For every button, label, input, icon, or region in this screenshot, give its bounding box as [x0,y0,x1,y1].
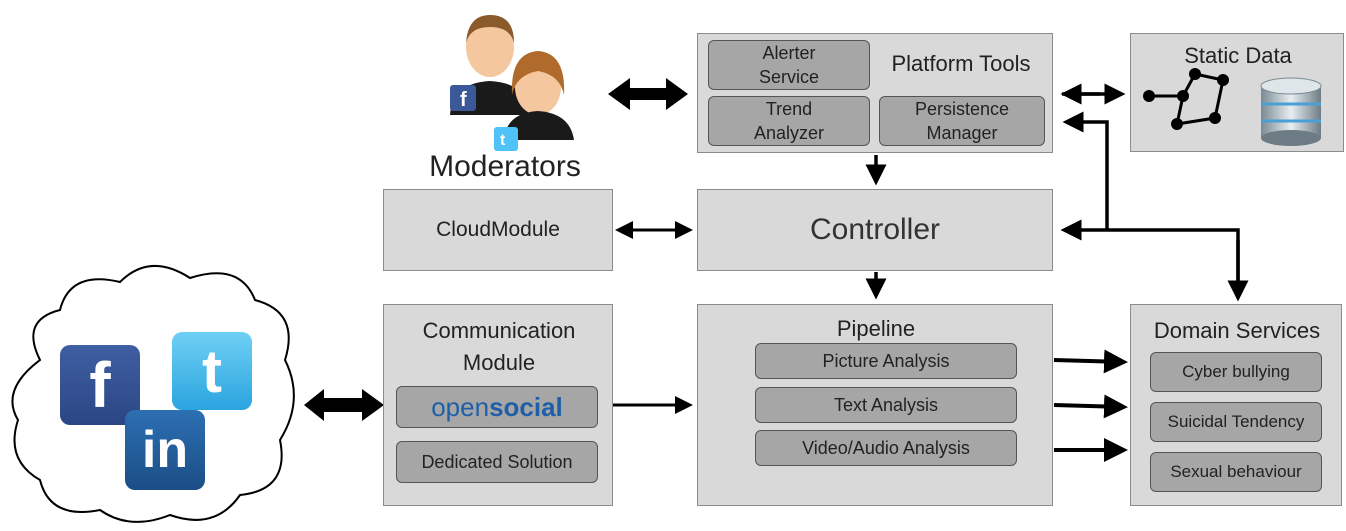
controller-box: Controller [697,189,1053,271]
cyber-bullying-label: Cyber bullying [1182,362,1290,381]
alerter-service: Alerter Service [708,40,870,90]
persistence-manager: Persistence Manager [879,96,1045,146]
moderators-icon: f t [450,15,574,151]
cloud-module-label: CloudModule [436,218,560,241]
svg-text:t: t [500,132,506,149]
text-analysis-label: Text Analysis [833,395,939,415]
twitter-logo-text: t [202,337,222,405]
linkedin-logo-text: in [141,421,189,479]
domain-services-title: Domain Services [1153,318,1321,343]
video-audio-analysis: Video/Audio Analysis [755,430,1017,466]
picture-analysis: Picture Analysis [755,343,1017,379]
facebook-logo: f [60,345,140,425]
video-audio-analysis-label: Video/Audio Analysis [802,438,970,458]
trend-analyzer-label: Trend Analyzer [753,99,825,143]
pipeline-title: Pipeline [836,316,916,341]
moderators-group: f t Moderators [420,5,590,185]
cyber-bullying: Cyber bullying [1150,352,1322,392]
platform-tools-box: Alerter Service Platform Tools Trend Ana… [697,33,1053,153]
graph-icon [1143,68,1229,130]
picture-analysis-label: Picture Analysis [822,351,950,371]
opensocial-social-text: social [489,392,563,422]
twitter-logo: t [172,332,252,410]
alerter-service-label: Alerter Service [758,43,820,87]
static-data-title: Static Data [1184,43,1292,68]
dedicated-solution: Dedicated Solution [396,441,598,483]
cloud-module-box: CloudModule [383,189,613,271]
facebook-logo-text: f [89,349,111,421]
database-icon [1260,77,1322,146]
controller-label: Controller [809,213,941,246]
static-data-box: Static Data [1130,33,1344,152]
dedicated-solution-label: Dedicated Solution [421,452,573,472]
feedback-persistence-arrow [1062,111,1109,230]
communication-module-title: Communication Module [422,318,576,375]
domain-services-box: Domain Services Cyber bullying Suicidal … [1130,304,1342,506]
suicidal-tendency-label: Suicidal Tendency [1167,412,1305,431]
svg-text:f: f [460,89,467,111]
trend-analyzer: Trend Analyzer [708,96,870,146]
text-analysis: Text Analysis [755,387,1017,423]
opensocial-open-text: open [431,392,490,422]
suicidal-tendency: Suicidal Tendency [1150,402,1322,442]
moderators-platform-arrow [608,78,688,110]
pipeline-box: Pipeline Picture Analysis Text Analysis … [697,304,1053,506]
persistence-manager-label: Persistence Manager [914,99,1010,143]
controller-domain-arrow [1060,219,1240,296]
sexual-behaviour: Sexual behaviour [1150,452,1322,492]
platform-tools-title: Platform Tools [891,51,1031,76]
moderators-label: Moderators [429,150,581,183]
linkedin-logo: in [125,410,205,490]
sexual-behaviour-label: Sexual behaviour [1170,462,1302,481]
social-cloud [11,265,295,523]
cloud-communication-arrow [304,389,384,421]
